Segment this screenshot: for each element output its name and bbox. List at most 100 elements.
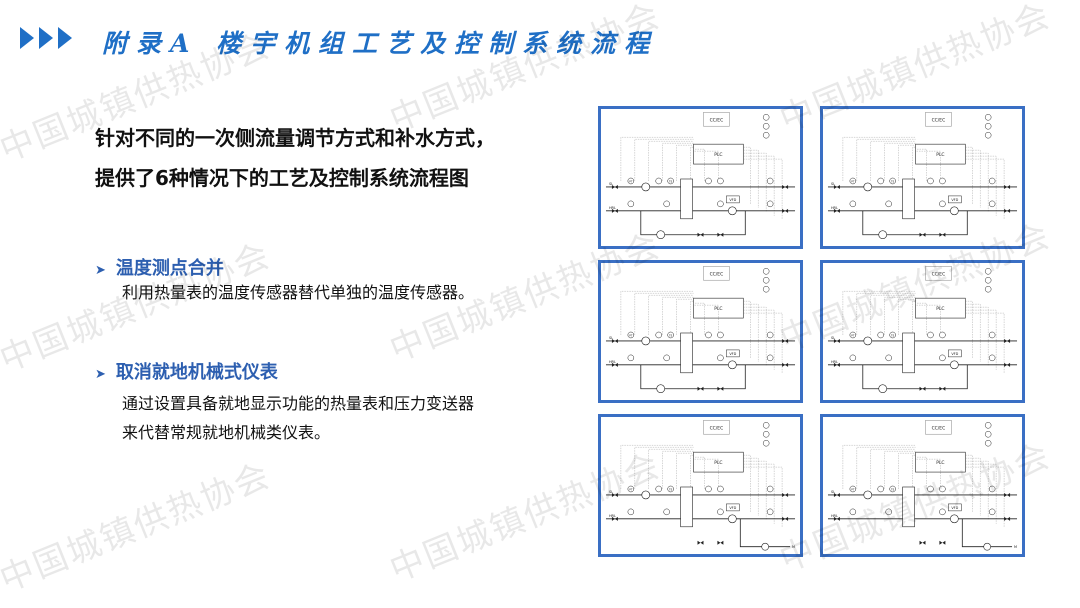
vfd-label: VFD	[951, 352, 958, 356]
valve-icon	[611, 516, 618, 521]
instrument-icon	[849, 177, 857, 185]
heat-exchanger	[902, 178, 915, 220]
vfd-box	[948, 503, 962, 512]
instrument-icon	[988, 508, 996, 516]
instrument-icon	[655, 485, 662, 493]
vfd-box	[726, 503, 740, 512]
intro-line-1: 针对不同的一次侧流量调节方式和补水方式，	[95, 126, 495, 150]
instrument-icon	[705, 331, 712, 339]
ccec-box	[703, 266, 730, 281]
signal-line	[620, 291, 694, 335]
vfd-label: VFD	[729, 198, 736, 202]
valve-icon	[782, 184, 789, 189]
signal-line	[693, 150, 719, 181]
valve-icon	[782, 208, 789, 213]
instrument-icon	[849, 508, 857, 516]
plc-box	[693, 143, 744, 165]
pump-icon	[761, 542, 769, 551]
valve-icon	[717, 232, 724, 237]
signal-line	[634, 292, 694, 335]
ccec-label: CC/EC	[710, 271, 724, 277]
signal-line	[965, 457, 981, 516]
instrument-icon	[877, 177, 884, 185]
signal-line	[915, 458, 941, 489]
bypass-pipe	[640, 210, 746, 236]
heat-exchanger	[680, 486, 693, 528]
arrow-bullet-icon: ➤	[95, 367, 106, 382]
signal-line	[743, 149, 759, 208]
desc-line: 来代替常规就地机械类仪表。	[122, 423, 331, 442]
instrument-icon	[849, 200, 857, 208]
plc-box	[693, 297, 744, 319]
signal-line	[915, 302, 927, 335]
ccec-box	[925, 112, 952, 127]
signal-line	[693, 458, 719, 489]
signal-line	[884, 296, 916, 335]
pump-icon	[878, 230, 887, 239]
pt-label: PT	[851, 179, 855, 183]
signal-line	[690, 454, 694, 489]
instrument-icon	[984, 114, 992, 121]
signal-line	[856, 446, 916, 489]
valve-icon	[697, 540, 704, 545]
page-title: 附录A 楼宇机组工艺及控制系统流程	[102, 29, 659, 58]
instrument-icon	[762, 439, 770, 447]
signal-line	[690, 300, 694, 335]
instrument-icon	[627, 354, 635, 362]
desc-line: 利用热量表的温度传感器替代单独的温度传感器。	[122, 283, 475, 302]
intro-line-2: 提供了6种情况下的工艺及控制系统流程图	[95, 166, 469, 190]
watermark: 中国城镇供热协会	[0, 455, 277, 601]
instrument-icon	[939, 354, 946, 362]
signal-line	[648, 140, 694, 181]
instrument-icon	[988, 200, 996, 208]
signal-line	[965, 454, 973, 512]
signal-line	[912, 146, 916, 181]
return-label: HRL	[609, 360, 616, 364]
makeup-pipe	[961, 518, 1013, 548]
instrument-icon	[663, 200, 670, 208]
valve-icon	[1004, 338, 1011, 343]
point-heading-2: ➤取消就地机械式仪表	[95, 358, 278, 384]
instrument-icon	[984, 123, 992, 130]
signal-line	[842, 445, 916, 489]
signal-line	[648, 448, 694, 489]
plc-box	[915, 143, 966, 165]
point-heading-1: ➤温度测点合并	[95, 254, 224, 280]
pump-icon	[878, 384, 887, 393]
instrument-icon	[927, 177, 934, 185]
instrument-icon	[939, 508, 946, 516]
te-label: TE	[891, 179, 895, 183]
ccec-box	[703, 420, 730, 435]
signal-line	[743, 460, 767, 520]
signal-line	[662, 296, 694, 335]
heat-exchanger	[902, 332, 915, 374]
signal-line	[693, 304, 719, 335]
pump-icon	[950, 360, 959, 370]
supply-label: SL	[831, 182, 835, 186]
signal-line	[965, 149, 981, 208]
pump-icon	[641, 336, 651, 346]
pump-icon	[656, 230, 665, 239]
signal-line	[743, 146, 751, 204]
signal-line	[965, 460, 989, 520]
instrument-icon	[717, 508, 724, 516]
arrow-bullet-icon: ➤	[95, 263, 106, 278]
instrument-icon	[889, 485, 896, 493]
signal-line	[690, 146, 694, 181]
instrument-icon	[717, 177, 724, 185]
instrument-icon	[927, 331, 934, 339]
vfd-box	[726, 195, 740, 204]
ccec-label: CC/EC	[932, 271, 946, 277]
instrument-icon	[627, 508, 635, 516]
instrument-icon	[762, 131, 770, 139]
te-label: TE	[891, 487, 895, 491]
supply-label: SL	[609, 336, 613, 340]
instrument-icon	[667, 177, 674, 185]
instrument-icon	[984, 431, 992, 438]
signal-line	[842, 291, 916, 335]
